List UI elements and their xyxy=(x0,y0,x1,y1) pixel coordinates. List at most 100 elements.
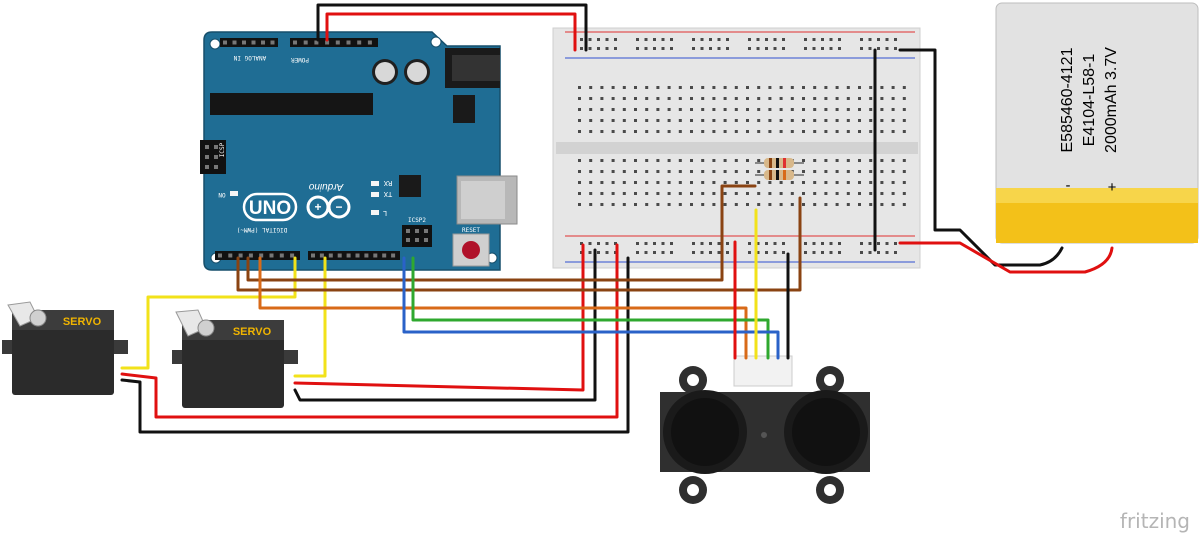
label-icsp: ICSP xyxy=(219,142,226,157)
breadboard-hole xyxy=(813,170,817,173)
breadboard-hole xyxy=(880,130,884,133)
breadboard-hole xyxy=(802,108,805,111)
rail-hole xyxy=(717,242,721,245)
breadboard-hole xyxy=(656,181,660,184)
breadboard-hole xyxy=(734,203,738,206)
breadboard-hole xyxy=(723,192,727,195)
header-pin xyxy=(261,40,265,45)
breadboard-hole xyxy=(678,192,682,195)
breadboard-hole xyxy=(600,159,604,162)
breadboard-hole xyxy=(667,130,671,133)
breadboard-hole xyxy=(589,181,593,184)
breadboard-hole xyxy=(578,170,581,173)
rail-hole xyxy=(726,251,729,254)
rail-hole xyxy=(877,242,880,245)
breadboard-hole xyxy=(858,203,861,206)
breadboard-hole xyxy=(835,203,839,206)
breadboard-hole xyxy=(902,159,906,162)
rail-hole xyxy=(765,251,768,254)
breadboard-hole xyxy=(880,181,884,184)
breadboard-hole xyxy=(622,97,626,100)
icsp-pin xyxy=(205,155,209,159)
rail-hole xyxy=(580,242,583,245)
breadboard-hole xyxy=(656,119,660,122)
servo-left: SERVO xyxy=(2,301,128,395)
breadboard-hole xyxy=(846,181,850,184)
breadboard-hole xyxy=(611,108,615,111)
breadboard-hole xyxy=(712,108,716,111)
label-analog-in: ANALOG IN xyxy=(233,54,266,61)
rail-hole xyxy=(670,242,673,245)
breadboard-hole xyxy=(802,181,805,184)
breadboard-hole xyxy=(846,192,850,195)
rail-hole xyxy=(804,38,807,41)
header-pin xyxy=(303,40,308,45)
breadboard-hole xyxy=(790,192,794,195)
rail-hole xyxy=(597,251,600,254)
breadboard-hole xyxy=(802,192,805,195)
rail-hole xyxy=(653,251,656,254)
breadboard-hole xyxy=(858,86,861,89)
rail-hole xyxy=(860,242,863,245)
breadboard-hole xyxy=(891,170,895,173)
breadboard-hole xyxy=(802,159,805,162)
breadboard-hole xyxy=(723,159,727,162)
breadboard-hole xyxy=(835,159,839,162)
rail-hole xyxy=(748,38,751,41)
breadboard-hole xyxy=(645,203,649,206)
breadboard-hole xyxy=(734,97,738,100)
label-digital: DIGITAL (PWM~) xyxy=(237,226,288,233)
resistor-band xyxy=(769,170,772,180)
breadboard-hole xyxy=(589,203,593,206)
breadboard-hole xyxy=(634,192,637,195)
breadboard-hole xyxy=(813,159,817,162)
rail-hole xyxy=(894,47,897,50)
wire-brown xyxy=(236,196,802,292)
breadboard-hole xyxy=(902,181,906,184)
breadboard-hole xyxy=(712,159,716,162)
breadboard-hole xyxy=(880,203,884,206)
rail-hole xyxy=(765,47,768,50)
digital-header-high xyxy=(308,251,400,260)
header-pin xyxy=(269,253,274,258)
rail-hole xyxy=(717,251,721,254)
breadboard-hole xyxy=(902,203,906,206)
ultrasonic-sensor xyxy=(660,355,870,504)
rail-hole xyxy=(692,251,695,254)
breadboard-hole xyxy=(622,108,626,111)
resistor-band xyxy=(776,158,779,168)
label-on: ON xyxy=(218,191,226,198)
servo-body xyxy=(12,310,114,395)
breadboard-hole xyxy=(835,119,839,122)
rail-hole xyxy=(661,38,665,41)
icsp-pin xyxy=(214,155,218,159)
voltage-regulator xyxy=(453,95,475,123)
icsp-pin xyxy=(415,229,419,233)
breadboard-hole xyxy=(611,192,615,195)
breadboard-hole xyxy=(846,130,850,133)
breadboard-hole xyxy=(634,130,637,133)
breadboard-hole xyxy=(768,181,772,184)
header-pin xyxy=(367,40,372,45)
breadboard-hole xyxy=(600,170,604,173)
rail-hole xyxy=(692,38,695,41)
breadboard-hole xyxy=(779,119,783,122)
breadboard-hole xyxy=(880,170,884,173)
rail-hole xyxy=(821,38,824,41)
rail-hole xyxy=(700,47,704,50)
breadboard-hole xyxy=(622,203,626,206)
header-pin xyxy=(373,253,378,258)
rail-hole xyxy=(580,38,583,41)
servo-shaft xyxy=(29,309,47,327)
breadboard-hole xyxy=(824,159,828,162)
breadboard-hole xyxy=(768,203,772,206)
rail-hole xyxy=(748,251,751,254)
breadboard-hole xyxy=(813,108,817,111)
breadboard-hole xyxy=(645,108,649,111)
breadboard-hole xyxy=(869,119,873,122)
icsp-pin xyxy=(424,229,428,233)
sensor-pin-header xyxy=(733,355,793,387)
breadboard-hole xyxy=(802,86,805,89)
breadboard-hole xyxy=(858,108,861,111)
breadboard-hole xyxy=(824,170,828,173)
